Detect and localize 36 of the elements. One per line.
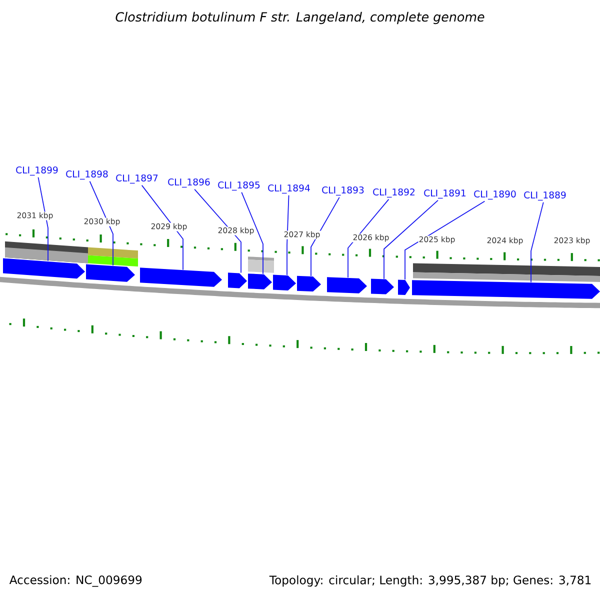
gene-label: CLI_1893 xyxy=(322,186,364,196)
gene-block xyxy=(371,278,394,294)
leader-line xyxy=(286,194,290,276)
title: Clostridium botulinum F str. Langeland, complete genome xyxy=(116,12,484,24)
leader-line xyxy=(348,198,390,278)
leader-line xyxy=(384,200,438,280)
gene-label: CLI_1895 xyxy=(218,181,260,191)
gene-block xyxy=(412,280,600,299)
gene-block xyxy=(327,277,367,294)
gene-block xyxy=(398,280,410,295)
gene-block xyxy=(228,272,247,288)
gene-label: CLI_1899 xyxy=(16,166,58,176)
gene-label: CLI_1889 xyxy=(524,191,566,201)
gene-block xyxy=(86,264,135,282)
gene-block xyxy=(273,274,296,290)
gene-label: CLI_1891 xyxy=(424,189,466,199)
gene-block xyxy=(3,258,85,279)
gene-block xyxy=(248,274,272,290)
gene-label: CLI_1896 xyxy=(168,178,210,188)
leader-line xyxy=(530,202,544,283)
gene-label: CLI_1890 xyxy=(474,190,516,200)
leader-line xyxy=(141,184,184,270)
gene-block xyxy=(297,276,321,292)
gene-label: CLI_1897 xyxy=(116,174,158,184)
genome-info-text: Topology: circular; Length: 3,995,387 bp; Genes: 3,781 xyxy=(269,575,591,587)
leader-line xyxy=(194,188,242,274)
gene-label: CLI_1892 xyxy=(373,188,414,198)
leader-line xyxy=(310,196,340,276)
gene-block xyxy=(140,268,222,287)
gene-label: CLI_1898 xyxy=(66,170,108,180)
leader-line xyxy=(38,176,48,262)
gene-label: CLI_1894 xyxy=(268,184,310,194)
leader-line xyxy=(404,200,486,280)
leader-line xyxy=(89,180,114,266)
leader-line xyxy=(241,192,264,274)
accession-text: Accession: NC_009699 xyxy=(9,575,142,587)
